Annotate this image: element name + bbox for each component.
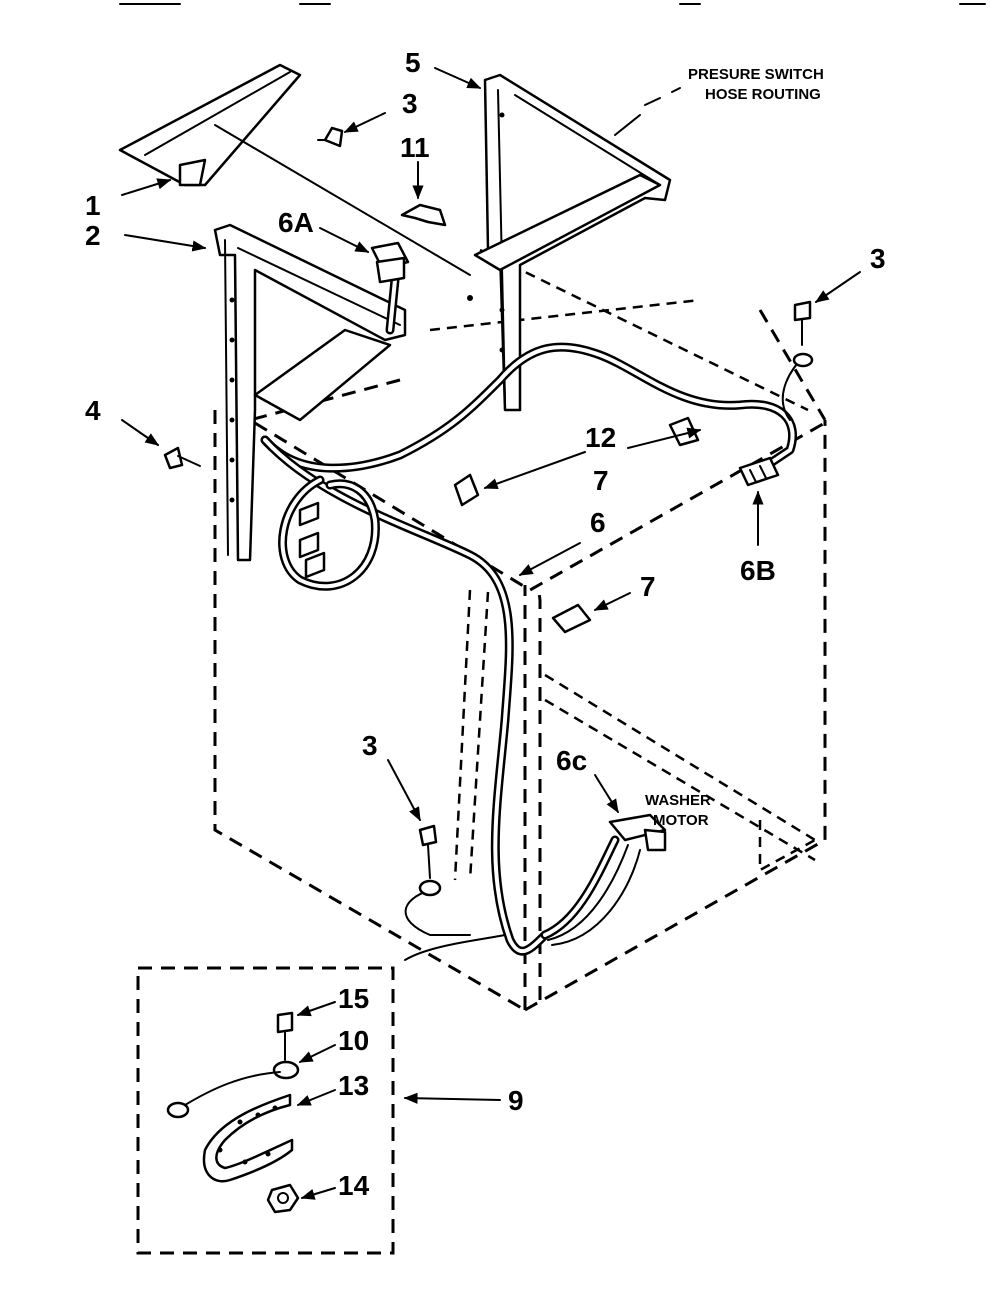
- clip-11: [400, 203, 447, 227]
- callout-7-upper: 7: [593, 465, 609, 496]
- callout-6: 6: [590, 507, 606, 538]
- leader-lines: [121, 67, 861, 1200]
- connector-6b: [738, 456, 780, 487]
- note-pressure-switch: PRESURE SWITCH: [688, 66, 824, 83]
- bracket-5: [467, 73, 672, 412]
- callout-2: 2: [85, 220, 101, 251]
- screw-3-right: [792, 300, 814, 368]
- callout-4: 4: [85, 395, 101, 426]
- screw-4: [163, 446, 201, 470]
- callout-12: 12: [585, 422, 616, 453]
- callout-6a: 6A: [278, 207, 314, 238]
- callout-3-bottom: 3: [362, 730, 378, 761]
- clip-12: [453, 473, 480, 507]
- note-hose-routing: HOSE ROUTING: [705, 86, 821, 103]
- note-washer: WASHER: [645, 792, 711, 809]
- callout-15: 15: [338, 983, 369, 1014]
- callout-11: 11: [400, 132, 430, 163]
- callout-1: 1: [85, 190, 101, 221]
- ground-kit-9: [136, 966, 395, 1255]
- bracket-2: [213, 223, 407, 562]
- callout-14: 14: [338, 1170, 370, 1201]
- wiring-harness-6: [260, 257, 806, 961]
- callout-3-top: 3: [402, 88, 418, 119]
- callout-7-lower: 7: [640, 571, 656, 602]
- bracket-1: [118, 63, 471, 276]
- clip-7-lower: [551, 603, 592, 634]
- callout-9: 9: [508, 1085, 524, 1116]
- screw-3-bottom: [418, 824, 442, 897]
- note-motor: MOTOR: [653, 812, 709, 829]
- connector-6c: [608, 813, 667, 852]
- terminal-block: [298, 501, 326, 579]
- connector-6a: [370, 241, 410, 284]
- callout-10: 10: [338, 1025, 369, 1056]
- callout-3-right: 3: [870, 243, 886, 274]
- callout-6b: 6B: [740, 555, 776, 586]
- screw-3-top: [317, 126, 344, 148]
- callout-5: 5: [405, 47, 421, 78]
- callout-6c: 6c: [556, 745, 587, 776]
- callout-13: 13: [338, 1070, 369, 1101]
- pressure-hose-routing: [614, 87, 681, 136]
